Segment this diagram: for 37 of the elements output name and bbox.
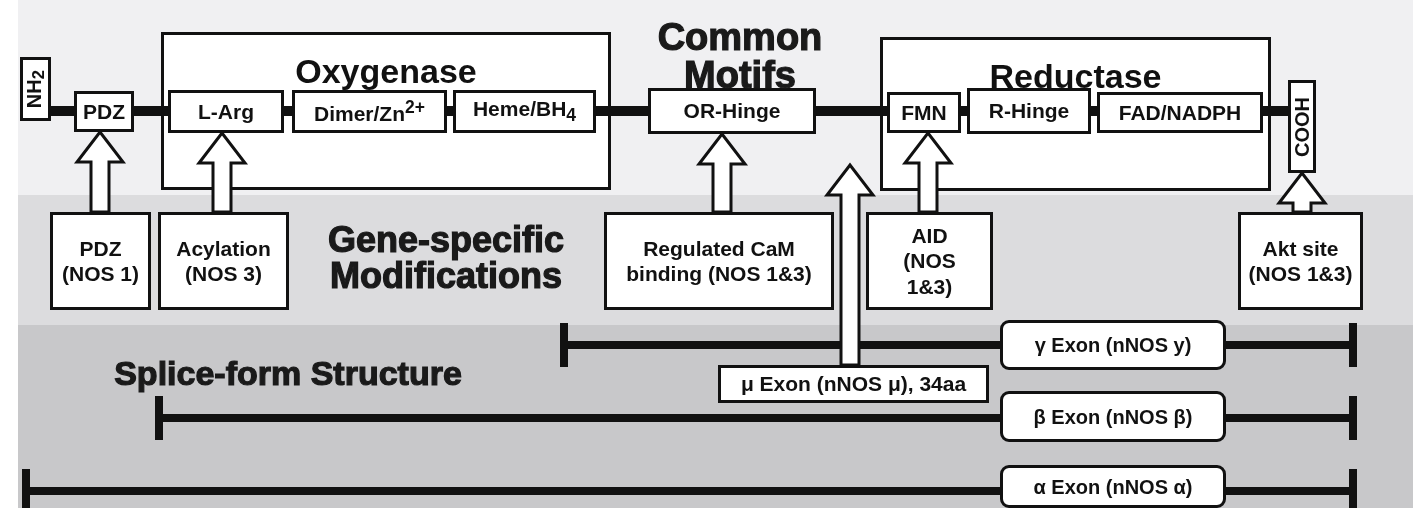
block-arrow (73, 129, 127, 214)
linker-line (284, 106, 292, 116)
block-arrow (195, 130, 249, 214)
domain-box: Dimer/Zn$^{2+}$ (292, 90, 447, 133)
domain-box: OR-Hinge (648, 88, 816, 134)
block-arrow (823, 162, 877, 367)
domain-group-box: Reductase FMN R-Hinge FAD/NADPH (880, 37, 1271, 191)
linker-line (596, 106, 648, 116)
modification-box: AID (NOS 1&3) (866, 212, 993, 310)
block-arrow (695, 131, 749, 214)
exon-box: μ Exon (nNOS μ), 34aa (718, 365, 989, 403)
modification-box: Acylation (NOS 3) (158, 212, 289, 310)
terminus-box: COOH (1288, 80, 1316, 173)
block-arrow (1275, 170, 1329, 214)
section-heading: Splice-form Structure (113, 356, 463, 390)
linker-line (1263, 106, 1288, 116)
block-arrow (901, 130, 955, 214)
domain-box: R-Hinge (967, 88, 1091, 134)
domain-box: PDZ (74, 91, 134, 132)
exon-box: β Exon (nNOS β) (1000, 391, 1226, 442)
domain-group-box: Oxygenase L-Arg Dimer/Zn$^{2+}$ Heme/BH$_{4}$ (161, 32, 611, 190)
domain-box: FMN (887, 92, 961, 133)
linker-line (816, 106, 887, 116)
domain-box: Heme/BH$_{4}$ (453, 90, 596, 133)
linker-line (134, 106, 168, 116)
modification-box: Regulated CaM binding (NOS 1&3) (604, 212, 834, 310)
domain-box: FAD/NADPH (1097, 92, 1263, 133)
domain-box: L-Arg (168, 90, 284, 133)
exon-box: γ Exon (nNOS y) (1000, 320, 1226, 370)
modification-box: Akt site (NOS 1&3) (1238, 212, 1363, 310)
linker-line (447, 106, 453, 116)
exon-box: α Exon (nNOS α) (1000, 465, 1226, 508)
section-heading: Gene-specific Modifications (326, 222, 566, 294)
linker-line (1091, 106, 1097, 116)
modification-box: PDZ (NOS 1) (50, 212, 151, 310)
linker-line (961, 106, 967, 116)
linker-line (51, 106, 74, 116)
